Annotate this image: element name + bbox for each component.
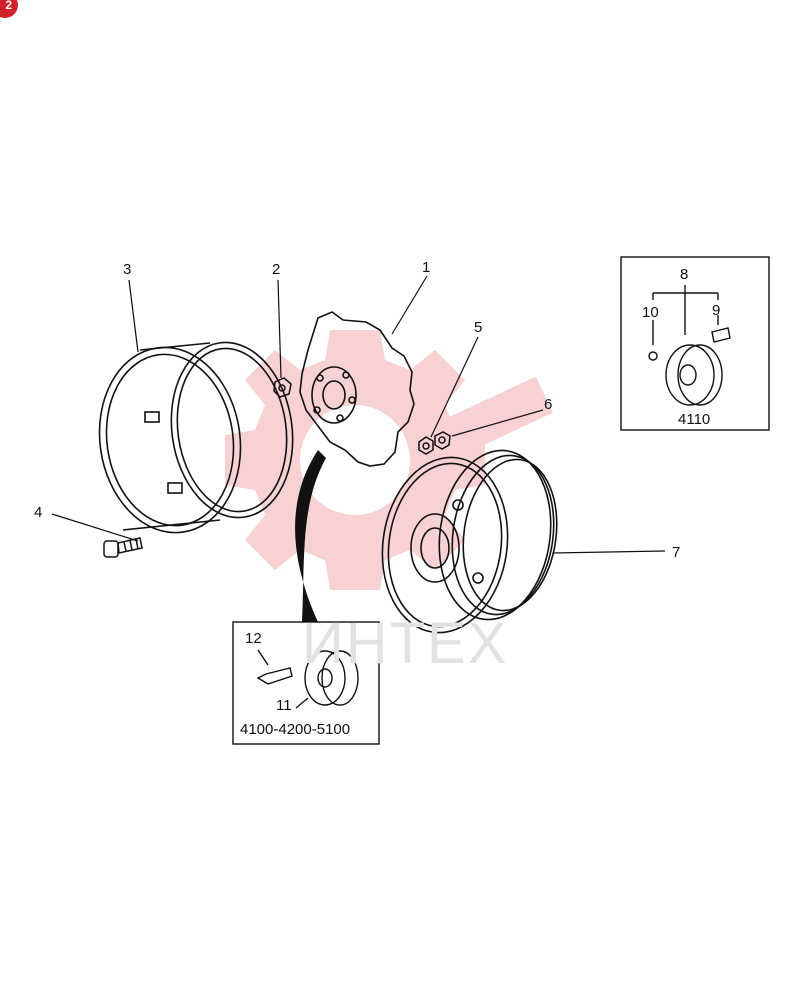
page-badge: 2 xyxy=(0,0,18,18)
nut-part-2 xyxy=(273,377,292,398)
inset-caption-4110: 4110 xyxy=(678,411,711,428)
callout-6: 6 xyxy=(544,396,553,413)
callout-2: 2 xyxy=(272,261,281,278)
callout-7: 7 xyxy=(672,544,681,561)
callout-1: 1 xyxy=(422,259,431,276)
callout-12: 12 xyxy=(245,630,262,647)
callout-3: 3 xyxy=(123,261,132,278)
wheel-disc-part-1 xyxy=(299,311,415,467)
callout-11: 11 xyxy=(276,697,292,714)
callout-5: 5 xyxy=(474,319,483,336)
callout-8: 8 xyxy=(680,266,689,283)
inset-4110 xyxy=(620,256,770,431)
inset-caption-4100-4200-5100: 4100-4200-5100 xyxy=(240,721,351,738)
detail-arrow xyxy=(295,450,326,622)
callout-10: 10 xyxy=(642,304,659,321)
wheel-part-7 xyxy=(381,449,558,634)
rim-part-3 xyxy=(98,341,294,534)
watermark-text: ИНТЕХ xyxy=(302,611,509,676)
nut-part-5 xyxy=(418,436,434,455)
leader-lines xyxy=(51,275,666,554)
callout-4: 4 xyxy=(34,504,43,521)
inset-4100-4200-5100 xyxy=(232,621,380,745)
nut-part-6 xyxy=(434,431,451,450)
callout-9: 9 xyxy=(712,302,721,319)
